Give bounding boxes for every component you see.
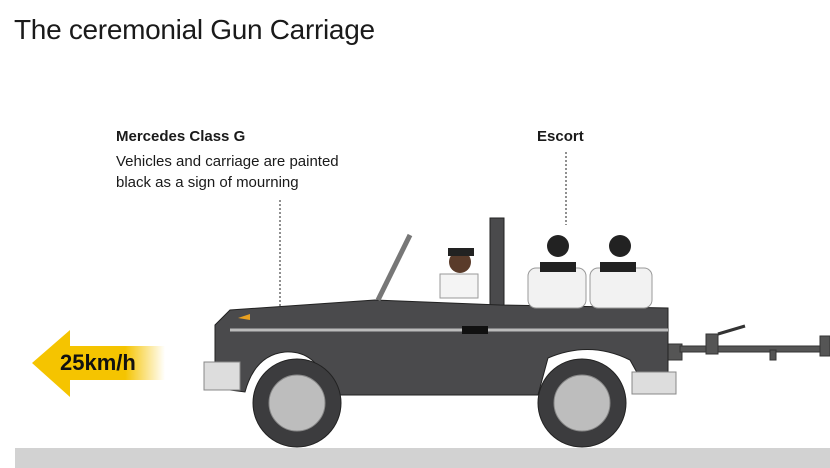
vehicle-name-label: Mercedes Class G: [116, 128, 246, 145]
escort-label: Escort: [537, 128, 584, 145]
vehicle-description-line1: Vehicles and carriage are painted: [116, 153, 339, 170]
page-title: The ceremonial Gun Carriage: [14, 14, 375, 45]
mercedes-g-class-vehicle: [203, 217, 677, 448]
speed-label: 25km/h: [60, 350, 136, 375]
speed-arrow-icon: [32, 330, 165, 397]
trailer-hitch: [667, 324, 830, 361]
road: [15, 448, 830, 468]
vehicle-description-line2: black as a sign of mourning: [116, 174, 299, 191]
vehicle-description: Vehicles and carriage are painted black …: [116, 151, 339, 193]
